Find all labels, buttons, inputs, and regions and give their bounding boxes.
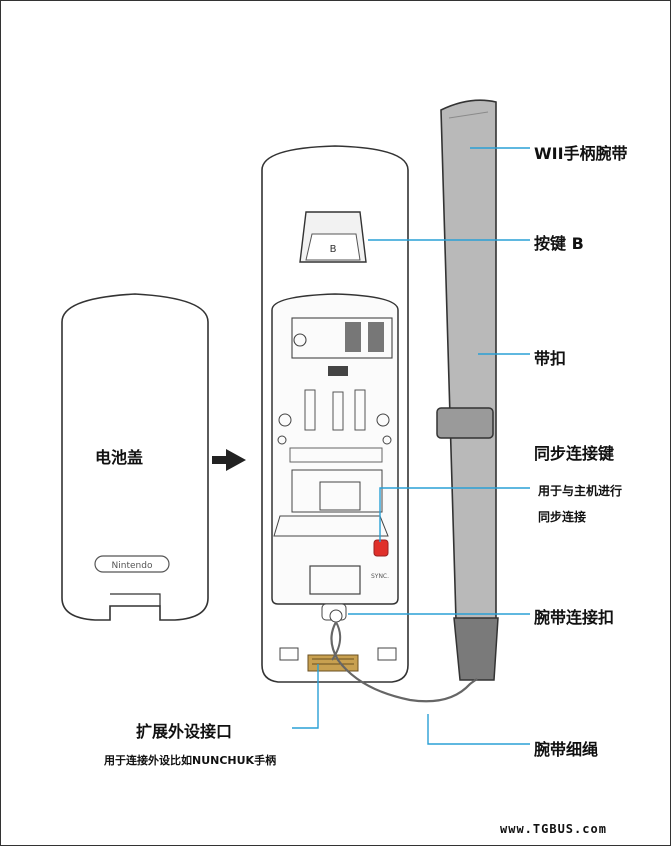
remote-body: B SYNC.	[261, 145, 409, 683]
nintendo-logo: Nintendo	[112, 561, 153, 571]
wrist-strap	[330, 99, 499, 703]
sync-button-label: 同步连接键	[534, 444, 615, 463]
strap-cord-label: 腕带细绳	[534, 740, 599, 759]
b-button-label: B	[330, 244, 337, 255]
watermark: www.TGBUS.com	[500, 822, 607, 836]
strap-lock-shape	[436, 407, 494, 439]
expansion-desc-label: 用于连接外设比如NUNCHUK手柄	[104, 754, 277, 767]
callout-lines	[292, 147, 530, 745]
expansion-port-label: 扩展外设接口	[136, 722, 233, 741]
battery-cover: Nintendo	[61, 293, 209, 621]
strap-cord-shape	[330, 621, 478, 703]
sync-desc-line1: 用于与主机进行	[538, 484, 623, 498]
sync-small-label: SYNC.	[371, 573, 389, 580]
sync-desc-line2: 同步连接	[538, 510, 587, 524]
strap-connector-label: 腕带连接扣	[534, 608, 615, 627]
arrow-right-icon	[212, 449, 246, 471]
wii-strap-label: WII手柄腕带	[534, 144, 628, 163]
sync-button-shape	[373, 539, 389, 557]
battery-compartment	[271, 293, 399, 605]
button-b-label: 按键 B	[534, 234, 584, 253]
strap-lock-label: 带扣	[534, 349, 567, 368]
nintendo-logo-outline	[94, 555, 170, 573]
battery-cover-label: 电池盖	[95, 448, 144, 467]
